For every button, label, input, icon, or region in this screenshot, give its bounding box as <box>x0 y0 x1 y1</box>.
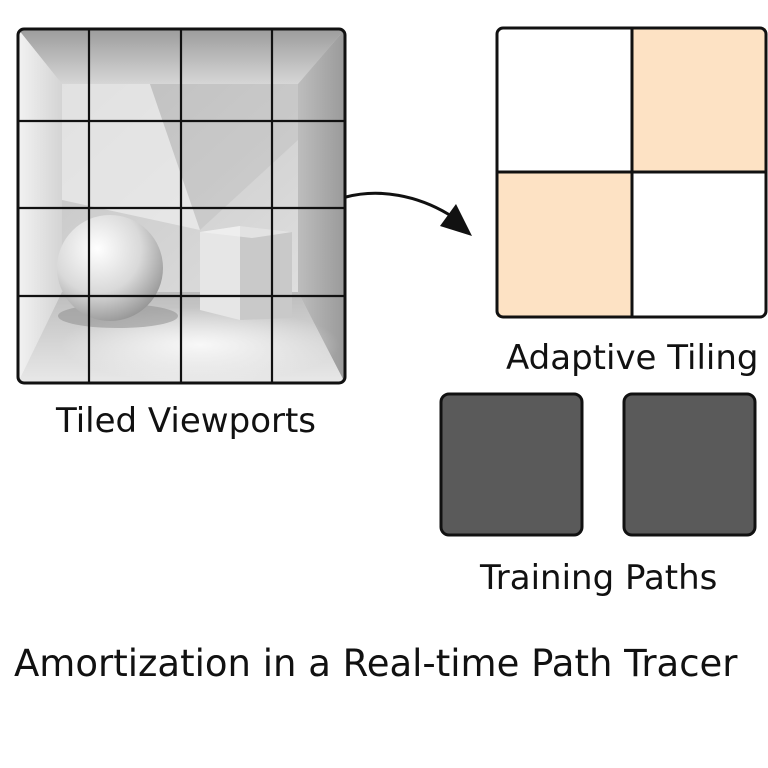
adaptive-tiling-grid <box>495 26 768 319</box>
training-paths-label: Training Paths <box>480 558 718 598</box>
training-path-box-left <box>439 392 584 537</box>
adaptive-tiling-label: Adaptive Tiling <box>506 338 759 378</box>
tiled-viewports-label: Tiled Viewports <box>56 401 317 441</box>
scene-right-wall <box>298 29 345 383</box>
adaptive-tile-bottom-right <box>632 172 766 317</box>
tiled-viewport-grid <box>18 29 345 383</box>
arrow-head-icon <box>440 204 472 236</box>
adaptive-tile-top-left <box>497 28 632 172</box>
diagram-title: Amortization in a Real-time Path Tracer <box>14 642 738 685</box>
adaptive-tile-top-right <box>632 28 766 172</box>
adaptive-tile-bottom-left <box>497 172 632 317</box>
tiled-viewport-frame <box>16 27 347 385</box>
training-path-box-right <box>622 392 757 537</box>
scene-sphere <box>57 215 163 321</box>
scene-cube <box>200 226 292 320</box>
flow-arrow <box>344 191 472 236</box>
scene-left-wall <box>18 29 62 383</box>
